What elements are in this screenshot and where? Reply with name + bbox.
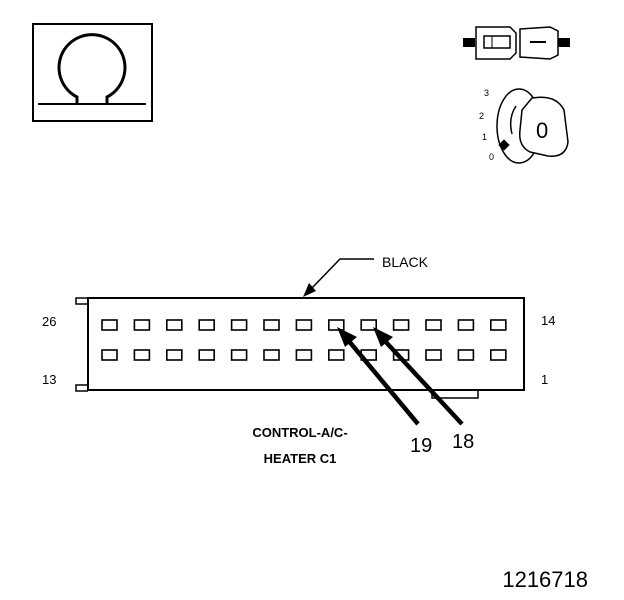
pin-cavity: [101, 319, 118, 331]
connector-name-line2: HEATER C1: [264, 451, 337, 466]
callout-arrow-18: [373, 327, 464, 426]
callout-label: 19: [410, 435, 432, 457]
pin-label-top-left: 26: [42, 314, 56, 329]
callout-arrow-19: [337, 327, 420, 426]
key-position-label: 0: [489, 152, 494, 162]
figure-number: 1216718: [502, 567, 588, 592]
pin-cavity: [425, 349, 442, 361]
pin-cavity: [360, 319, 378, 331]
key-selected-position: 0: [536, 118, 548, 143]
pin-cavity: [166, 349, 183, 361]
connector-color-label: BLACK: [382, 254, 429, 270]
key-position-label: 2: [479, 111, 484, 121]
pin-cavity: [327, 349, 345, 361]
pin-cavity: [327, 319, 345, 331]
connector-name-line1: CONTROL-A/C-: [252, 425, 347, 440]
pin-cavity: [295, 349, 313, 361]
pin-label-bottom-left: 13: [42, 372, 56, 387]
pin-cavity: [489, 319, 507, 331]
pin-cavity: [166, 319, 183, 331]
pin-cavity: [198, 349, 215, 361]
pin-cavity: [263, 319, 280, 331]
pin-cavity: [198, 319, 215, 331]
pin-cavity: [133, 349, 151, 361]
color-label-leader: [303, 258, 374, 297]
pin-cavity: [230, 349, 248, 361]
pin-cavity: [101, 349, 118, 361]
key-position-label: 1: [482, 132, 487, 142]
connector-pins: [101, 319, 507, 361]
connector-body: [75, 297, 525, 399]
pin-cavity: [295, 319, 313, 331]
pin-cavity: [133, 319, 151, 331]
ignition-key-icon: 3 2 1 0 0: [479, 88, 569, 164]
pin-cavity: [457, 349, 475, 361]
connector-disconnect-icon: [463, 26, 570, 60]
pin-label-top-right: 14: [541, 313, 555, 328]
pin-label-bottom-right: 1: [541, 372, 548, 387]
pin-cavity: [263, 349, 280, 361]
pin-cavity: [489, 349, 507, 361]
pin-cavity: [392, 319, 410, 331]
ohmmeter-icon: [32, 23, 153, 122]
pin-cavity: [230, 319, 248, 331]
key-position-label: 3: [484, 88, 489, 98]
pin-cavity: [425, 319, 442, 331]
pin-cavity: [457, 319, 475, 331]
callout-label: 18: [452, 431, 474, 453]
